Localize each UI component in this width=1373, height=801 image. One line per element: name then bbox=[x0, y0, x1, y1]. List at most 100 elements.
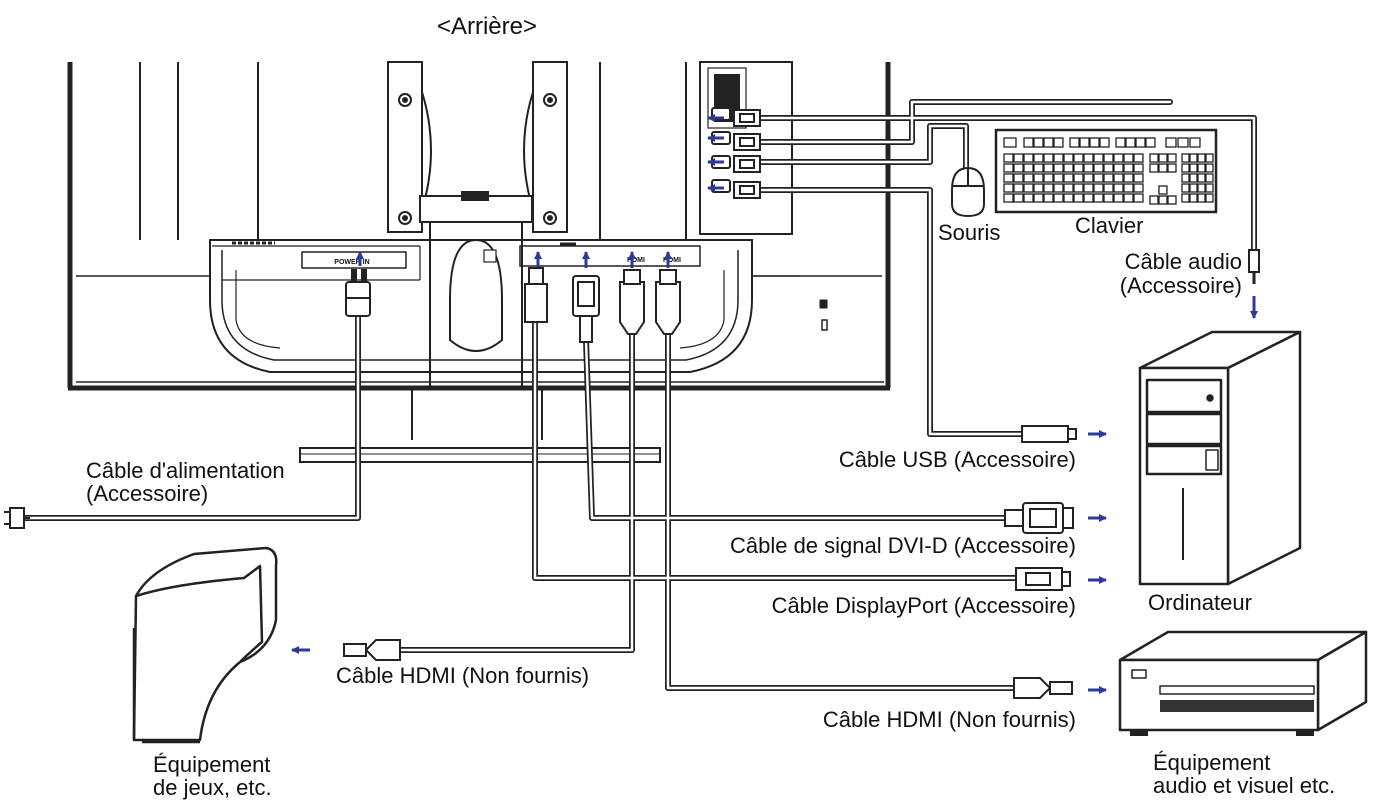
keyboard-key bbox=[1023, 153, 1034, 163]
keyboard-key bbox=[1053, 173, 1064, 183]
keyboard-key bbox=[1189, 193, 1198, 203]
keyboard-key bbox=[1063, 183, 1074, 193]
keyboard-key bbox=[1181, 173, 1190, 183]
keyboard-key bbox=[1189, 153, 1198, 163]
keyboard-icon bbox=[994, 128, 1218, 214]
keyboard-key bbox=[1053, 193, 1064, 203]
keyboard-key bbox=[1113, 153, 1124, 163]
keyboard-key bbox=[1023, 183, 1034, 193]
keyboard-key bbox=[1133, 153, 1144, 163]
keyboard-key bbox=[1013, 153, 1024, 163]
keyboard-key bbox=[1133, 183, 1144, 193]
keyboard-key bbox=[1083, 193, 1094, 203]
keyboard-key bbox=[1003, 183, 1014, 193]
keyboard-key bbox=[1069, 137, 1080, 148]
keyboard-key bbox=[1103, 193, 1114, 203]
dvi-cable-label: Câble de signal DVI-D (Accessoire) bbox=[730, 533, 1076, 558]
keyboard-key bbox=[1123, 153, 1134, 163]
keyboard-key bbox=[1043, 183, 1054, 193]
keyboard-key bbox=[1123, 163, 1134, 173]
keyboard-key bbox=[1003, 163, 1014, 173]
keyboard-key bbox=[1189, 137, 1201, 148]
keyboard-key bbox=[1073, 153, 1084, 163]
keyboard-key bbox=[1003, 137, 1017, 148]
keyboard-key bbox=[1093, 183, 1104, 193]
keyboard-key bbox=[1083, 173, 1094, 183]
game-console-icon bbox=[132, 546, 278, 744]
keyboard-key bbox=[1197, 193, 1206, 203]
keyboard-key bbox=[1158, 185, 1168, 195]
keyboard-key bbox=[1113, 193, 1124, 203]
keyboard-key bbox=[1115, 137, 1126, 148]
game-equipment-label-1: Équipement bbox=[153, 752, 270, 777]
keyboard-key bbox=[1205, 153, 1214, 163]
keyboard-key bbox=[1003, 193, 1014, 203]
keyboard-key bbox=[1113, 163, 1124, 173]
computer-tower-icon bbox=[1138, 330, 1302, 586]
port-arrows bbox=[356, 114, 724, 268]
keyboard-key bbox=[1158, 163, 1168, 173]
keyboard-key bbox=[1205, 163, 1214, 173]
keyboard-key bbox=[1063, 173, 1074, 183]
power-cable-label-1: Câble d'alimentation bbox=[86, 458, 285, 483]
keyboard-key bbox=[1053, 153, 1064, 163]
direction-arrows bbox=[291, 296, 1258, 694]
keyboard-key bbox=[1205, 183, 1214, 193]
keyboard-key bbox=[1205, 173, 1214, 183]
mouse-icon bbox=[951, 166, 985, 218]
av-equipment-icon bbox=[1118, 630, 1368, 736]
keyboard-key bbox=[1063, 153, 1074, 163]
keyboard-key bbox=[1103, 153, 1114, 163]
keyboard-key bbox=[1167, 153, 1177, 163]
keyboard-key bbox=[1023, 173, 1034, 183]
keyboard-key bbox=[1043, 173, 1054, 183]
displayport-cable-label: Câble DisplayPort (Accessoire) bbox=[772, 593, 1076, 618]
keyboard-key bbox=[1113, 173, 1124, 183]
keyboard-key bbox=[1083, 163, 1094, 173]
keyboard-key bbox=[1181, 193, 1190, 203]
keyboard-key bbox=[1033, 163, 1044, 173]
keyboard-key bbox=[1149, 195, 1159, 205]
keyboard-key bbox=[1083, 183, 1094, 193]
keyboard-key bbox=[1149, 153, 1159, 163]
keyboard-key bbox=[1073, 193, 1084, 203]
bottom-port-strip: POWER IN HDMI HDMI bbox=[301, 242, 701, 269]
computer-label: Ordinateur bbox=[1148, 590, 1252, 615]
keyboard-key bbox=[1063, 193, 1074, 203]
keyboard-key bbox=[1063, 163, 1074, 173]
keyboard-key bbox=[1073, 173, 1084, 183]
keyboard-key bbox=[1167, 163, 1177, 173]
keyboard-key bbox=[1043, 137, 1054, 148]
keyboard-key bbox=[1181, 163, 1190, 173]
keyboard-key bbox=[1189, 173, 1198, 183]
keyboard-key bbox=[1013, 193, 1024, 203]
keyboard-key bbox=[1043, 163, 1054, 173]
diagram-title: <Arrière> bbox=[437, 13, 537, 40]
game-equipment-label-2: de jeux, etc. bbox=[153, 775, 272, 800]
keyboard-key bbox=[1053, 163, 1064, 173]
keyboard-key bbox=[1023, 137, 1034, 148]
keyboard-key bbox=[1033, 153, 1044, 163]
keyboard-key bbox=[1033, 193, 1044, 203]
av-equipment-label-2: audio et visuel etc. bbox=[1153, 773, 1335, 798]
audio-cable-label-2: (Accessoire) bbox=[1120, 273, 1242, 298]
hdmi-cable-left-label: Câble HDMI (Non fournis) bbox=[336, 663, 589, 688]
monitor-stand bbox=[299, 191, 661, 463]
connectors bbox=[4, 109, 1260, 699]
keyboard-key bbox=[1158, 153, 1168, 163]
keyboard-key bbox=[1023, 163, 1034, 173]
keyboard-key bbox=[1149, 163, 1159, 173]
keyboard-key bbox=[1181, 183, 1190, 193]
keyboard-key bbox=[1167, 195, 1177, 205]
stand-hinge-right bbox=[523, 61, 568, 233]
keyboard-key bbox=[1003, 173, 1014, 183]
keyboard-key bbox=[1053, 183, 1064, 193]
keyboard-key bbox=[1133, 193, 1144, 203]
keyboard-key bbox=[1197, 183, 1206, 193]
keyboard-key bbox=[1093, 193, 1104, 203]
keyboard-key bbox=[1033, 183, 1044, 193]
keyboard-key bbox=[1158, 195, 1168, 205]
keyboard-key bbox=[1125, 137, 1136, 148]
keyboard-key bbox=[1103, 173, 1114, 183]
